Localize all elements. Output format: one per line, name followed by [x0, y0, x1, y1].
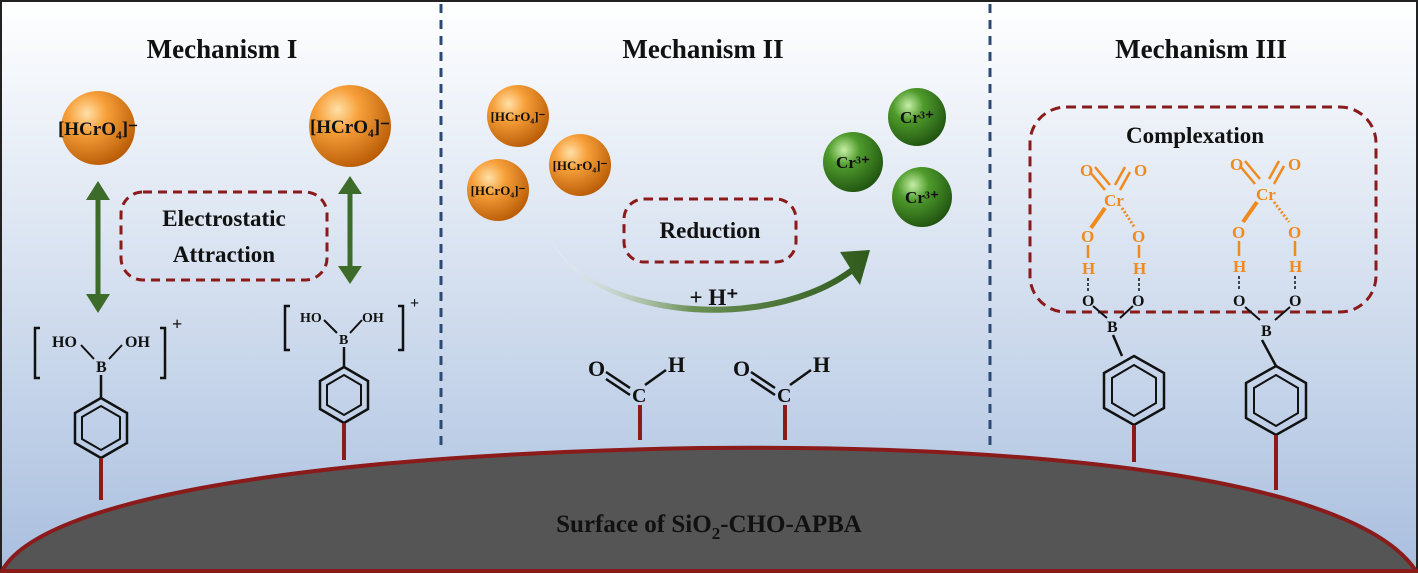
svg-text:O: O — [733, 356, 750, 381]
svg-text:C: C — [632, 385, 646, 407]
svg-text:O: O — [588, 356, 605, 381]
svg-text:O: O — [1132, 227, 1145, 246]
chromate-boronate-complex: O O Cr O O H H O O B — [1230, 155, 1308, 490]
cr3-ball — [823, 132, 883, 192]
cr3-ball — [892, 167, 952, 227]
svg-text:Cr: Cr — [1256, 185, 1276, 204]
svg-text:B: B — [1107, 319, 1118, 336]
svg-text:HO: HO — [300, 311, 322, 326]
hcro4-label: [HCrO₄]⁻ — [471, 183, 526, 198]
svg-text:O: O — [1080, 161, 1093, 180]
title-mechanism-1: Mechanism I — [147, 34, 298, 64]
cr3-label: Cr³⁺ — [836, 153, 870, 172]
svg-text:OH: OH — [362, 311, 384, 326]
svg-text:+: + — [172, 314, 182, 334]
electrostatic-label-1: Electrostatic — [162, 206, 285, 231]
svg-text:O: O — [1232, 223, 1245, 242]
double-arrow — [338, 176, 362, 284]
svg-text:O: O — [1230, 155, 1243, 174]
hcro4-label: [HCrO₄]⁻ — [553, 158, 608, 173]
svg-text:C: C — [777, 385, 791, 407]
svg-text:H: H — [1289, 257, 1302, 276]
double-arrow — [86, 181, 110, 313]
cr3-label: Cr³⁺ — [905, 188, 939, 207]
svg-text:B: B — [339, 333, 348, 348]
complexation-box — [1028, 105, 1378, 314]
svg-text:H: H — [668, 352, 685, 377]
cr3-label: Cr³⁺ — [900, 108, 934, 127]
svg-text:Cr: Cr — [1104, 191, 1124, 210]
svg-text:H: H — [1233, 257, 1246, 276]
aldehyde-group: O C H — [588, 352, 685, 440]
mechanism-2: [HCrO₄]⁻ [HCrO₄]⁻ [HCrO₄]⁻ Reduction + H… — [467, 85, 952, 440]
svg-text:O: O — [1134, 161, 1147, 180]
mechanism-1: [HCrO₄]⁻ [HCrO₄]⁻ Electrostatic Attracti… — [33, 85, 419, 500]
svg-text:B: B — [96, 359, 107, 376]
svg-text:O: O — [1289, 293, 1301, 310]
surface — [0, 445, 1418, 573]
cr3-ball — [888, 88, 946, 146]
hcro4-label: [HCrO₄]⁻ — [58, 119, 138, 140]
hcro4-ball — [61, 91, 135, 165]
aldehyde-group: O C H — [733, 352, 830, 440]
svg-text:H: H — [1133, 259, 1146, 278]
svg-text:HO: HO — [52, 334, 77, 351]
electrostatic-box — [119, 190, 329, 282]
h-plus-label: + H⁺ — [690, 285, 739, 310]
svg-text:O: O — [1082, 293, 1094, 310]
title-mechanism-3: Mechanism III — [1115, 34, 1287, 64]
svg-text:O: O — [1233, 293, 1245, 310]
mechanism-3: Complexation O O Cr O O H H O O B — [1028, 105, 1378, 490]
hcro4-ball — [549, 134, 611, 196]
reduction-box — [622, 197, 798, 264]
svg-text:O: O — [1081, 227, 1094, 246]
title-mechanism-2: Mechanism II — [622, 34, 783, 64]
svg-text:H: H — [813, 352, 830, 377]
svg-text:O: O — [1288, 155, 1301, 174]
svg-text:O: O — [1288, 223, 1301, 242]
electrostatic-label-2: Attraction — [173, 242, 275, 267]
reduction-label: Reduction — [660, 218, 761, 243]
phenylboronic-acid: + HO OH B — [33, 314, 182, 500]
hcro4-ball — [467, 159, 529, 221]
chromate-boronate-complex: O O Cr O O H H O O B — [1080, 161, 1166, 462]
hcro4-ball — [487, 85, 549, 147]
svg-text:B: B — [1261, 323, 1272, 340]
svg-text:H: H — [1082, 259, 1095, 278]
surface-label: Surface of SiO2-CHO-APBA — [556, 511, 862, 543]
hcro4-label: [HCrO₄]⁻ — [491, 109, 546, 124]
svg-text:OH: OH — [125, 334, 150, 351]
hcro4-ball — [309, 85, 391, 167]
svg-text:+: + — [410, 295, 419, 312]
svg-text:O: O — [1132, 293, 1144, 310]
complexation-label: Complexation — [1126, 123, 1264, 148]
phenylboronic-acid: + HO OH B — [283, 295, 419, 460]
hcro4-label: [HCrO₄]⁻ — [310, 117, 390, 138]
